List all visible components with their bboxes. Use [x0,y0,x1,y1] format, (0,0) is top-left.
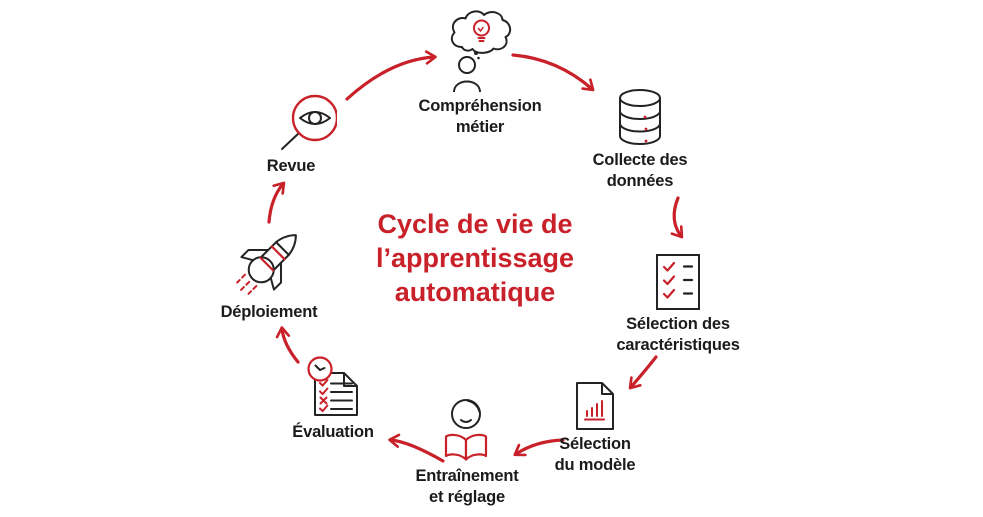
document-chart-icon [576,382,614,430]
stage-label-evaluation: Évaluation [292,423,374,441]
stage-label-revue: Revue [266,157,316,175]
stage-label-entrainement-reglage: Entraînement et réglage [415,467,519,507]
person-idea-icon [450,10,512,92]
stage-selection-modele: Sélection du modèle [515,382,675,476]
database-icon [619,89,661,145]
stage-deploiement: Déploiement [189,226,349,323]
stage-entrainement-reglage: Entraînement et réglage [387,398,547,508]
eye-magnifier-icon [281,94,337,150]
stage-label-collecte-donnees: Collecte des données [592,151,688,191]
reading-person-icon [444,399,488,461]
stage-evaluation: Évaluation [253,356,413,443]
stage-comprehension-metier: Compréhension métier [400,8,560,138]
stage-label-selection-caracteristiques: Sélection des caractéristiques [616,315,740,355]
stage-revue: Revue [211,92,371,177]
diagram-title: Cycle de vie de l’apprentissage automati… [375,209,575,307]
stage-label-deploiement: Déploiement [220,303,318,321]
rocket-icon [235,234,297,295]
stage-selection-caracteristiques: Sélection des caractéristiques [596,254,760,356]
arrow-collecte-to-caracteristiques [670,196,684,239]
stage-label-comprehension-metier: Compréhension métier [418,97,542,137]
stage-collecte-donnees: Collecte des données [560,88,720,192]
document-checks-clock-icon [307,356,358,416]
stage-label-selection-modele: Sélection du modèle [554,435,636,475]
arrow-deploiement-to-revue [267,181,286,224]
checklist-icon [656,254,700,310]
